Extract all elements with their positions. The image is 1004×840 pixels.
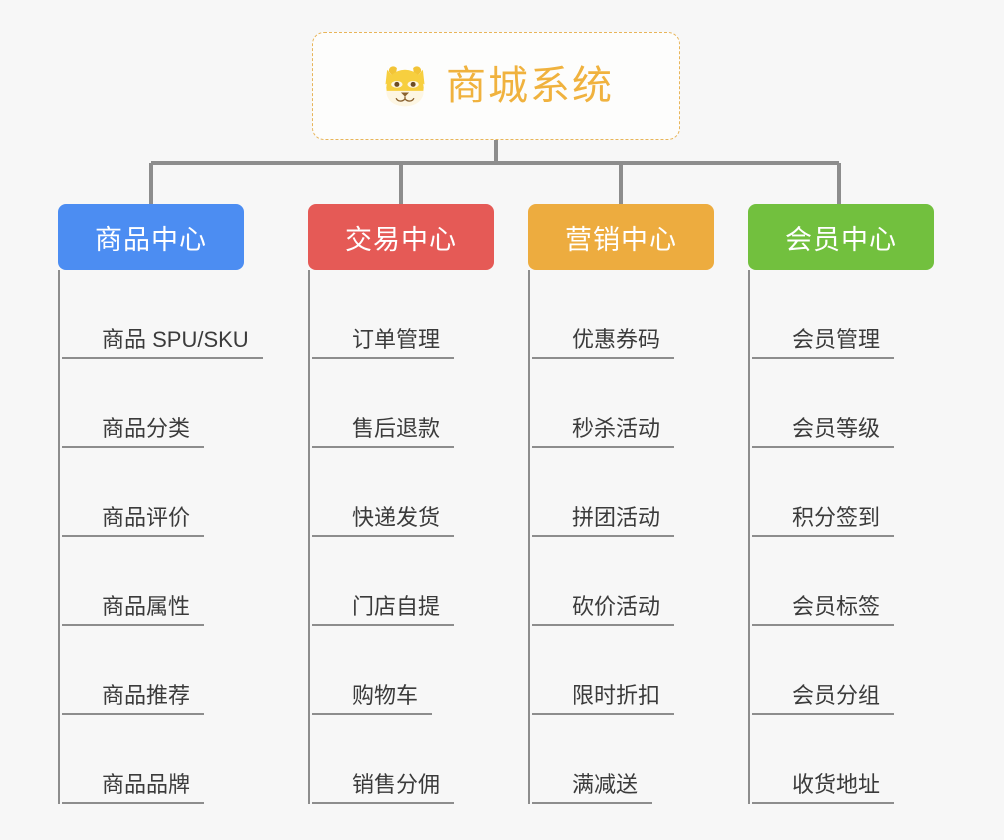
branch-header-4[interactable]: 会员中心: [748, 204, 934, 270]
branch-column-2: 交易中心 订单管理 售后退款 快递发货 门店自提 购物车 销售分佣: [308, 204, 494, 804]
shiba-dog-face-icon: [385, 66, 425, 107]
branch-header-label-1: 商品中心: [95, 224, 207, 255]
branch-column-3: 营销中心 优惠券码 秒杀活动 拼团活动 砍价活动 限时折扣 满减送: [528, 204, 714, 804]
branch-item-label: 会员标签: [792, 594, 881, 619]
branch-item-label: 商品分类: [102, 416, 191, 441]
branch-item-label: 商品 SPU/SKU: [102, 327, 249, 352]
branch-item[interactable]: 销售分佣: [312, 715, 455, 804]
branch-item[interactable]: 商品推荐: [62, 626, 205, 715]
branch-item-label: 门店自提: [352, 594, 441, 619]
branch-item[interactable]: 会员分组: [752, 626, 895, 715]
branch-item[interactable]: 会员管理: [752, 270, 895, 359]
branch-header-label-4: 会员中心: [785, 224, 897, 255]
branch-item[interactable]: 秒杀活动: [532, 359, 675, 448]
branch-item[interactable]: 商品品牌: [62, 715, 205, 804]
branch-item[interactable]: 拼团活动: [532, 448, 675, 537]
branch-item-label: 商品品牌: [102, 772, 191, 797]
branch-item[interactable]: 限时折扣: [532, 626, 675, 715]
branch-item-label: 快递发货: [352, 505, 441, 530]
branch-item-label: 购物车: [352, 683, 419, 708]
branch-item-label: 售后退款: [352, 416, 441, 441]
branch-item-label: 商品推荐: [102, 683, 191, 708]
branch-item-label: 限时折扣: [572, 683, 661, 708]
branch-item-label: 收货地址: [792, 772, 881, 797]
branch-item[interactable]: 砍价活动: [532, 537, 675, 626]
branch-item-label: 秒杀活动: [572, 416, 661, 441]
branch-item-label: 订单管理: [352, 327, 441, 352]
branch-item[interactable]: 商品 SPU/SKU: [62, 270, 263, 359]
branch-item-list-2: 订单管理 售后退款 快递发货 门店自提 购物车 销售分佣: [308, 270, 494, 804]
branch-item-label: 会员分组: [792, 683, 881, 708]
branch-item-label: 拼团活动: [572, 505, 661, 530]
branch-item-label: 商品属性: [102, 594, 191, 619]
branch-header-3[interactable]: 营销中心: [528, 204, 714, 270]
branch-item-label: 砍价活动: [572, 594, 661, 619]
branch-item-label: 积分签到: [792, 505, 881, 530]
branch-item[interactable]: 门店自提: [312, 537, 455, 626]
branch-item-label: 会员管理: [792, 327, 881, 352]
branch-item[interactable]: 会员等级: [752, 359, 895, 448]
branch-item-label: 满减送: [572, 772, 639, 797]
branch-item[interactable]: 满减送: [532, 715, 653, 804]
root-title: 商城系统: [446, 64, 614, 108]
branch-item[interactable]: 快递发货: [312, 448, 455, 537]
branch-item[interactable]: 订单管理: [312, 270, 455, 359]
branch-item[interactable]: 优惠券码: [532, 270, 675, 359]
branch-item-label: 商品评价: [102, 505, 191, 530]
root-node[interactable]: 商城系统: [312, 32, 680, 140]
branch-header-label-3: 营销中心: [565, 224, 677, 255]
branch-item[interactable]: 商品属性: [62, 537, 205, 626]
branch-item-list-1: 商品 SPU/SKU 商品分类 商品评价 商品属性 商品推荐 商品品牌: [58, 270, 263, 804]
branch-item-list-4: 会员管理 会员等级 积分签到 会员标签 会员分组 收货地址: [748, 270, 934, 804]
branch-item[interactable]: 售后退款: [312, 359, 455, 448]
branch-item[interactable]: 会员标签: [752, 537, 895, 626]
branch-header-label-2: 交易中心: [345, 224, 457, 255]
branch-column-1: 商品中心 商品 SPU/SKU 商品分类 商品评价 商品属性 商品推荐 商品品牌: [58, 204, 263, 804]
branch-column-4: 会员中心 会员管理 会员等级 积分签到 会员标签 会员分组 收货地址: [748, 204, 934, 804]
branch-item[interactable]: 商品评价: [62, 448, 205, 537]
branch-item[interactable]: 积分签到: [752, 448, 895, 537]
branch-item[interactable]: 收货地址: [752, 715, 895, 804]
branch-item-label: 优惠券码: [572, 327, 661, 352]
branch-item-list-3: 优惠券码 秒杀活动 拼团活动 砍价活动 限时折扣 满减送: [528, 270, 714, 804]
branch-item-label: 销售分佣: [352, 772, 441, 797]
branch-item-label: 会员等级: [792, 416, 881, 441]
branch-header-2[interactable]: 交易中心: [308, 204, 494, 270]
branch-item[interactable]: 购物车: [312, 626, 433, 715]
branch-item[interactable]: 商品分类: [62, 359, 205, 448]
branch-header-1[interactable]: 商品中心: [58, 204, 244, 270]
